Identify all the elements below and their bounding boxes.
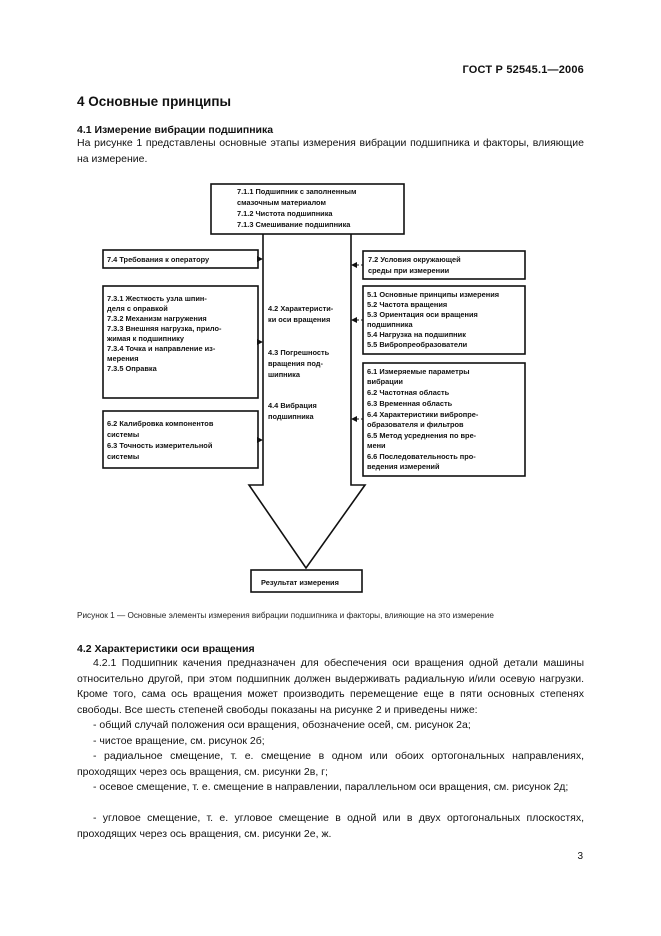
setup-box-line: 7.3.2 Механизм нагружения xyxy=(107,314,207,323)
parameters-box-line: 6.3 Временная область xyxy=(367,399,453,408)
arrow-item-4-4: подшипника xyxy=(268,412,314,421)
setup-box-line: мерения xyxy=(107,354,139,363)
parameters-box-line: вибрации xyxy=(367,377,403,386)
setup-box-line: деля с оправкой xyxy=(107,304,168,313)
arrow-item-4-3: шипника xyxy=(268,370,301,379)
top-box xyxy=(210,183,405,235)
parameters-box-line: мени xyxy=(367,441,386,450)
operator-box-line: 7.4 Требования к оператору xyxy=(107,255,210,264)
principles-box-line: подшипника xyxy=(367,320,413,329)
list-item: - осевое смещение, т. е. смещение в напр… xyxy=(93,781,569,793)
list-item: - угловое смещение, т. е. угловое смещен… xyxy=(77,812,584,840)
main-arrow xyxy=(247,234,367,570)
top-box-line: 7.1.3 Смешивание подшипника xyxy=(237,220,351,229)
principles-box-line: 5.5 Вибропреобразователи xyxy=(367,340,468,349)
setup-box-line: 7.3.1 Жесткость узла шпин- xyxy=(107,294,207,303)
result-box xyxy=(250,569,363,593)
subsection-4-1-text: На рисунке 1 представлены основные этапы… xyxy=(77,136,584,167)
calibration-box-line: системы xyxy=(107,430,139,439)
parameters-box-line: 6.2 Частотная область xyxy=(367,388,450,397)
arrow-item-4-4: 4.4 Вибрация xyxy=(268,401,317,410)
result-label: Результат измерения xyxy=(261,578,339,587)
calibration-box-line: 6.2 Калибровка компонентов xyxy=(107,419,214,428)
figure-caption: Рисунок 1 — Основные элементы измерения … xyxy=(77,611,494,620)
arrow-item-4-2: 4.2 Характеристи- xyxy=(268,304,334,313)
page-number: 3 xyxy=(577,851,583,862)
setup-box-line: 7.3.4 Точка и направление из- xyxy=(107,344,216,353)
intro-paragraph: На рисунке 1 представлены основные этапы… xyxy=(77,137,584,165)
parameters-box-line: 6.1 Измеряемые параметры xyxy=(367,367,470,376)
list-item: - чистое вращение, см. рисунок 2б; xyxy=(93,735,265,747)
top-box-line: 7.1.2 Чистота подшипника xyxy=(237,209,333,218)
figure-1-diagram: 7.1.1 Подшипник с заполненным смазочным … xyxy=(102,183,526,593)
calibration-box-line: системы xyxy=(107,452,139,461)
setup-box-line: жимая к подшипнику xyxy=(106,334,185,343)
environment-box-line: 7.2 Условия окружающей xyxy=(368,255,461,264)
calibration-box-line: 6.3 Точность измерительной xyxy=(107,441,213,450)
principles-box-line: 5.1 Основные принципы измерения xyxy=(367,290,499,299)
principles-box-line: 5.2 Частота вращения xyxy=(367,300,447,309)
top-box-line: 7.1.1 Подшипник с заполненным xyxy=(237,187,356,196)
environment-box-line: среды при измерении xyxy=(368,266,450,275)
parameters-box-line: 6.4 Характеристики вибропре- xyxy=(367,410,479,419)
arrow-item-4-3: 4.3 Погрешность xyxy=(268,348,330,357)
setup-box-line: 7.3.5 Оправка xyxy=(107,364,158,373)
subsection-4-1-title: 4.1 Измерение вибрации подшипника xyxy=(77,124,274,136)
parameters-box-line: ведения измерений xyxy=(367,462,440,471)
principles-box-line: 5.4 Нагрузка на подшипник xyxy=(367,330,466,339)
list-item: - общий случай положения оси вращения, о… xyxy=(93,719,471,731)
subsection-4-2-title: 4.2 Характеристики оси вращения xyxy=(77,643,255,655)
parameters-box-line: 6.5 Метод усреднения по вре- xyxy=(367,431,477,440)
arrow-item-4-2: ки оси вращения xyxy=(268,315,330,324)
list-item: - радиальное смещение, т. е. смещение в … xyxy=(77,750,584,778)
principles-box-line: 5.3 Ориентация оси вращения xyxy=(367,310,478,319)
standard-code: ГОСТ Р 52545.1—2006 xyxy=(462,64,584,76)
section-title: 4 Основные принципы xyxy=(77,94,232,109)
parameters-box-line: образователя и фильтров xyxy=(367,420,464,429)
arrow-item-4-3: вращения под- xyxy=(268,359,323,368)
paragraph-4-2-1: 4.2.1 Подшипник качения предназначен для… xyxy=(77,657,584,716)
setup-box-line: 7.3.3 Внешняя нагрузка, прило- xyxy=(107,324,222,333)
parameters-box-line: 6.6 Последовательность про- xyxy=(367,452,476,461)
top-box-line: смазочным материалом xyxy=(237,198,326,207)
